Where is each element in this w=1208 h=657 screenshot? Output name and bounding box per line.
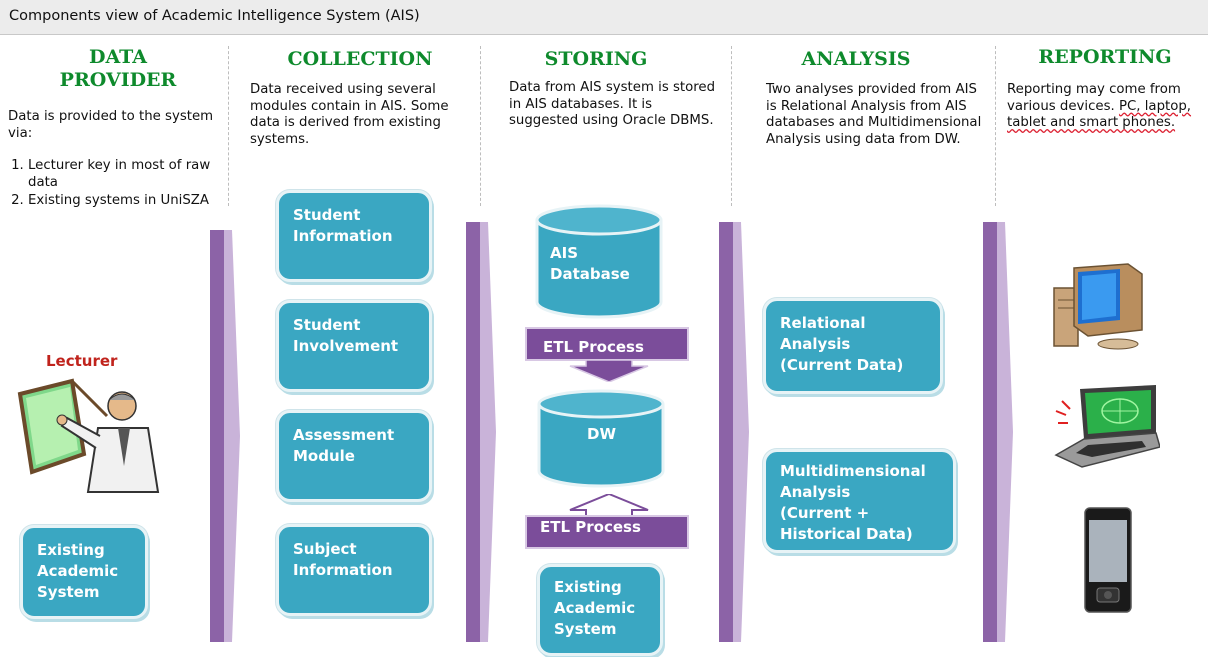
lecturer-clipart-icon [17, 378, 160, 493]
lecturer-label: Lecturer [46, 352, 118, 370]
reporting-title: REPORTING [1038, 46, 1172, 68]
student-involvement-module: Student Involvement [276, 300, 432, 392]
column-divider [480, 46, 481, 206]
list-item: Lecturer key in most of raw data [28, 158, 223, 191]
desktop-pc-icon [1053, 263, 1143, 350]
box-label: Analysis [780, 335, 851, 353]
box-label: Module [293, 447, 355, 465]
box-label: Analysis [780, 483, 851, 501]
box-label: Student [293, 206, 361, 224]
smartphone-icon [1084, 507, 1132, 613]
title-line: PROVIDER [59, 69, 177, 91]
box-label: (Current Data) [780, 356, 904, 374]
existing-academic-system-box: Existing Academic System [537, 564, 663, 656]
list-item-text: Existing systems in UniSZA [28, 193, 209, 208]
box-label: System [554, 620, 617, 638]
flow-arrow-bar [719, 222, 749, 642]
dw-label: DW [587, 425, 616, 443]
description-text: tablet and smart phones. [1007, 115, 1176, 130]
box-label: AIS [550, 244, 578, 262]
box-label: Information [293, 227, 393, 245]
data-provider-title: DATA PROVIDER [58, 46, 178, 92]
column-divider [995, 46, 996, 206]
box-label: Database [550, 265, 630, 283]
relational-analysis-box: Relational Analysis (Current Data) [763, 298, 943, 394]
title-line: DATA [88, 46, 148, 68]
etl-process-down-arrow [525, 327, 689, 382]
flow-arrow-bar [983, 222, 1013, 642]
ais-database-cylinder [535, 204, 663, 319]
box-label: Assessment [293, 426, 395, 444]
analysis-description: Two analyses provided from AIS is Relati… [766, 82, 982, 147]
column-divider [228, 46, 229, 206]
storing-title: STORING [544, 48, 648, 70]
ais-database-label: AIS Database [550, 243, 630, 285]
box-label: Academic [554, 599, 636, 617]
reporting-description: Reporting may come from various devices.… [1007, 82, 1205, 132]
box-label: Existing [554, 578, 622, 596]
storing-description: Data from AIS system is stored in AIS da… [509, 80, 716, 128]
etl-process-up-arrow [525, 494, 689, 549]
box-label: (Current + [780, 504, 870, 522]
list-item: Existing systems in UniSZA [28, 193, 223, 210]
dw-cylinder [537, 389, 665, 488]
data-provider-list: Lecturer key in most of raw data Existin… [8, 156, 223, 210]
collection-title: COLLECTION [287, 48, 433, 70]
etl-process-label: ETL Process [543, 338, 644, 356]
assessment-module: Assessment Module [276, 410, 432, 502]
collection-description: Data received using several modules cont… [250, 82, 449, 147]
multidimensional-analysis-box: Multidimensional Analysis (Current + His… [763, 449, 956, 553]
box-label: System [37, 583, 100, 601]
column-divider [731, 46, 732, 206]
box-label: Information [293, 561, 393, 579]
box-label: Subject [293, 540, 357, 558]
box-label: Existing [37, 541, 105, 559]
description-text: various devices. [1007, 98, 1115, 114]
etl-process-label: ETL Process [540, 518, 641, 536]
title-bar: Components view of Academic Intelligence… [0, 0, 1208, 35]
student-information-module: Student Information [276, 190, 432, 282]
page-title: Components view of Academic Intelligence… [9, 8, 420, 24]
description-text: Reporting may come from [1007, 82, 1181, 97]
data-provider-description: Data is provided to the system via: [8, 109, 218, 142]
box-label: Student [293, 316, 361, 334]
box-label: Multidimensional [780, 462, 926, 480]
analysis-title: ANALYSIS [801, 48, 911, 70]
box-label: Involvement [293, 337, 399, 355]
existing-academic-system-box: Existing Academic System [20, 525, 148, 619]
box-label: Academic [37, 562, 119, 580]
flow-arrow-bar [210, 230, 240, 642]
description-text: various devices. PC, laptop, [1007, 99, 1205, 116]
description-text: Data is provided to the system via: [8, 109, 214, 141]
description-text: PC, laptop, [1118, 98, 1192, 114]
subject-information-module: Subject Information [276, 524, 432, 616]
flow-arrow-bar [466, 222, 496, 642]
box-label: Relational [780, 314, 866, 332]
box-label: Historical Data) [780, 525, 913, 543]
laptop-icon [1054, 385, 1160, 468]
